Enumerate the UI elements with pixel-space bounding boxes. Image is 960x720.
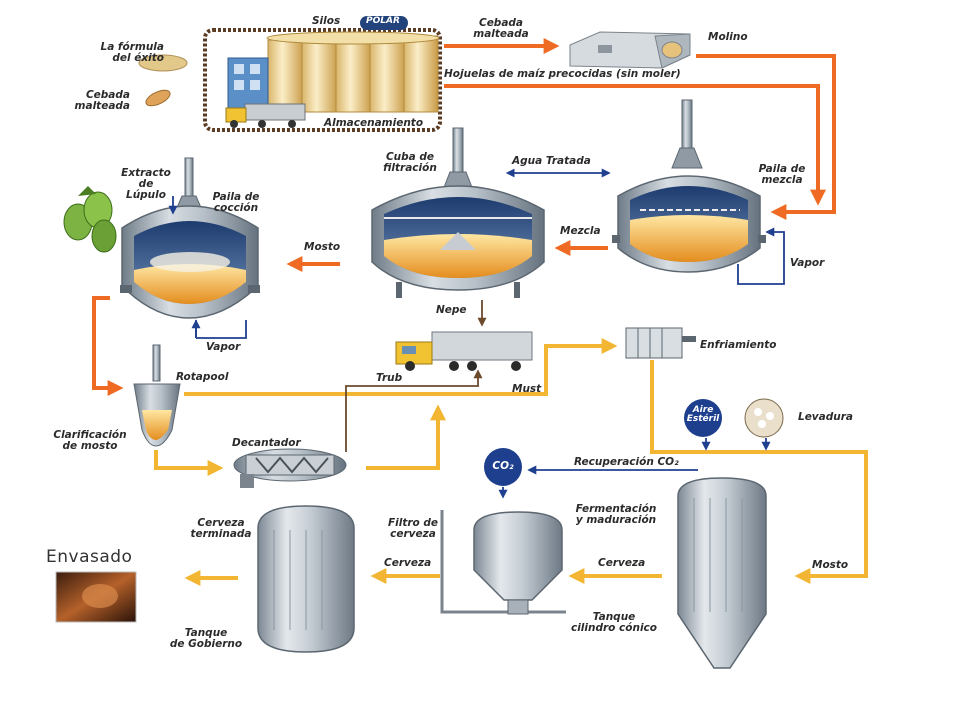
mosto-bottom-label: Mosto (812, 559, 849, 571)
almacenamiento-label: Almacenamiento (324, 117, 424, 129)
nepe-label: Nepe (436, 304, 467, 316)
must-label: Must (512, 383, 542, 395)
brown-flow-lines (345, 300, 487, 452)
vapor-left-label: Vapor (206, 341, 241, 353)
co2-badge (484, 448, 522, 486)
co2-badge-text: CO₂ (492, 460, 514, 472)
vapor-loop-right (737, 227, 785, 285)
arrow-hojuelas (444, 84, 826, 206)
arrow-to-rotapool (92, 296, 124, 396)
paila-mezcla-vessel (612, 99, 766, 273)
envasado-title: Envasado (46, 547, 133, 567)
molino-label: Molino (708, 31, 748, 43)
mosto-top-label: Mosto (304, 241, 341, 253)
enfriamiento-exchanger (625, 327, 696, 359)
arrow-to-decantador (154, 450, 224, 476)
storage-truck (225, 103, 306, 128)
storage-chain-border (203, 28, 442, 132)
rotapool-label: Rotapool (176, 371, 229, 383)
line-must (184, 338, 618, 396)
levadura-label: Levadura (798, 411, 853, 423)
line-trub (345, 369, 483, 452)
blue-flow-lines (168, 168, 785, 499)
silos-group (266, 31, 440, 113)
cerveza-right-label: Cerveza (598, 557, 646, 569)
yellow-flow-lines (154, 338, 868, 586)
aire-esteril-badge (684, 399, 722, 437)
filtro-cerveza (440, 510, 566, 615)
recuperacion-co2-label: Recuperación CO₂ (574, 456, 679, 468)
silos-label: Silos (312, 15, 341, 27)
vapor-loop-left (195, 320, 247, 339)
trub-label: Trub (376, 372, 403, 384)
polar-logo (360, 16, 408, 30)
arrow-decantador-out (366, 404, 446, 470)
line-enfriamiento-down (650, 360, 868, 584)
barley-grain-icon (145, 89, 171, 107)
enfriamiento-label: Enfriamiento (700, 339, 777, 351)
orange-flow-lines (92, 38, 836, 396)
hops-icon (63, 186, 117, 253)
mezcla-label: Mezcla (560, 225, 601, 237)
levadura-badge (744, 398, 784, 438)
mill-machine (569, 31, 691, 69)
rotapool-vessel (133, 344, 181, 447)
storage-area (138, 16, 442, 132)
cerveza-mid-label: Cerveza (384, 557, 432, 569)
tanque-cilindro-conico (677, 477, 767, 669)
paila-coccion-vessel (120, 157, 260, 319)
decantador-machine (233, 448, 347, 488)
grain-pile-icon (138, 54, 188, 72)
hojuelas-label: Hojuelas de maíz precocidas (sin moler) (444, 68, 681, 80)
polar-logo-text: POLAR (366, 16, 400, 26)
tanque-gobierno (257, 505, 355, 653)
decantador-label: Decantador (232, 437, 301, 449)
nepe-truck (395, 331, 533, 371)
arrow-molino-to-mezcla (696, 54, 836, 220)
vapor-right-label: Vapor (790, 257, 825, 269)
cuba-filtracion-vessel (371, 127, 545, 298)
agua-tratada-label: Agua Tratada (512, 155, 591, 167)
